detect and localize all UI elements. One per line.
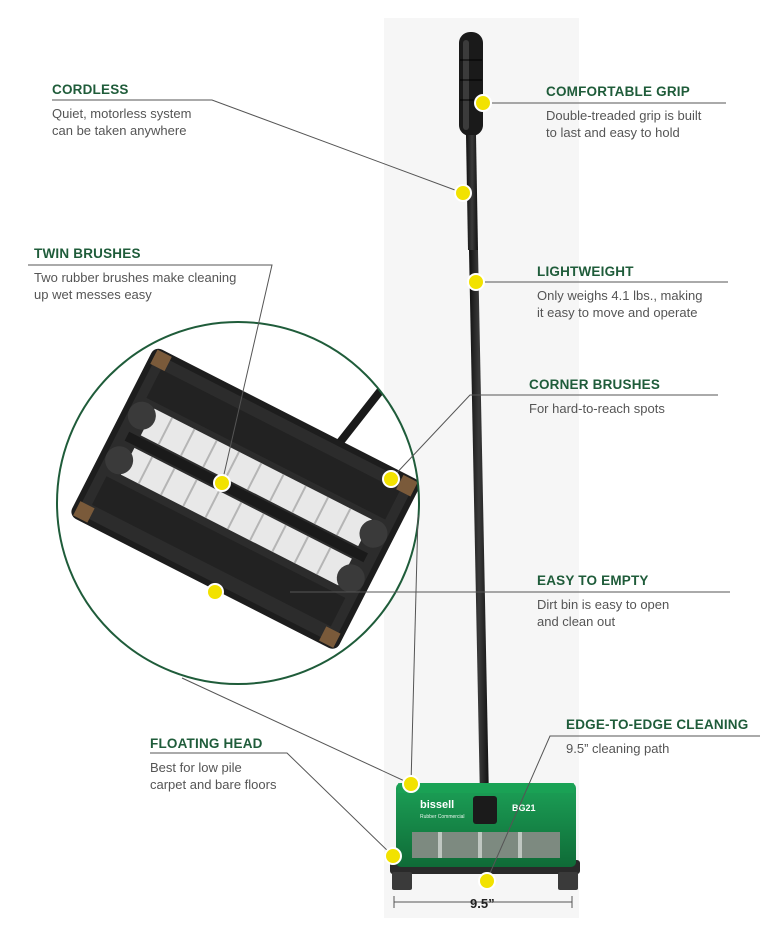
lower-pole — [469, 250, 489, 800]
corner-brushes-desc: For hard-to-reach spots — [529, 401, 665, 416]
inset-connector-right — [410, 514, 419, 785]
comfortable-grip-desc: Double-treaded grip is built to last and… — [546, 108, 702, 140]
floating-head-title: FLOATING HEAD — [150, 736, 263, 751]
leader-lines — [28, 99, 760, 881]
callout-lightweight: LIGHTWEIGHT Only weighs 4.1 lbs., making… — [537, 264, 702, 321]
marker-floating-head — [384, 847, 402, 865]
easy-to-empty-desc: Dirt bin is easy to open and clean out — [537, 597, 670, 629]
callout-comfortable-grip: COMFORTABLE GRIP Double-treaded grip is … — [546, 84, 701, 141]
inset-connector-left — [181, 677, 412, 785]
model-text: BG21 — [512, 803, 536, 813]
marker-comfortable-grip — [474, 94, 492, 112]
corner-brushes-title: CORNER BRUSHES — [529, 377, 661, 392]
edge-to-edge-desc: 9.5” cleaning path — [566, 741, 670, 756]
cordless-desc: Quiet, motorless system can be taken any… — [52, 106, 192, 138]
edge-to-edge-title: EDGE-TO-EDGE CLEANING — [566, 717, 749, 732]
inset-circle-border — [56, 321, 420, 685]
callout-easy-to-empty: EASY TO EMPTY Dirt bin is easy to open a… — [537, 573, 669, 630]
lightweight-title: LIGHTWEIGHT — [537, 264, 634, 279]
twin-brushes-title: TWIN BRUSHES — [34, 246, 141, 261]
sweeper-head: bissell Rubber Commercial BG21 — [390, 783, 580, 890]
callout-twin-brushes: TWIN BRUSHES Two rubber brushes make cle… — [34, 246, 236, 303]
brand-logo-text: bissell — [420, 799, 454, 811]
callout-cordless: CORDLESS Quiet, motorless system can be … — [52, 82, 191, 139]
twin-brushes-desc: Two rubber brushes make cleaning up wet … — [34, 270, 237, 302]
callout-edge-to-edge: EDGE-TO-EDGE CLEANING 9.5” cleaning path — [566, 717, 748, 757]
marker-twin-brushes — [213, 474, 231, 492]
marker-easy-to-empty — [206, 583, 224, 601]
feature-markers — [206, 94, 496, 890]
dimension-line — [393, 896, 573, 908]
brand-sub-text: Rubber Commercial — [420, 814, 464, 820]
floating-head-desc: Best for low pile carpet and bare floors — [150, 760, 277, 792]
handle-grip — [459, 32, 483, 136]
marker-lightweight — [467, 273, 485, 291]
brush-inset — [57, 322, 419, 684]
comfortable-grip-title: COMFORTABLE GRIP — [546, 84, 690, 99]
marker-cordless — [454, 184, 472, 202]
marker-edge-to-edge — [478, 872, 496, 890]
marker-floating-head-top — [402, 775, 420, 793]
upper-pole — [466, 135, 478, 250]
callout-floating-head: FLOATING HEAD Best for low pile carpet a… — [150, 736, 276, 793]
easy-to-empty-title: EASY TO EMPTY — [537, 573, 649, 588]
width-dimension-label: 9.5” — [470, 896, 495, 911]
callout-corner-brushes: CORNER BRUSHES For hard-to-reach spots — [529, 377, 665, 417]
marker-corner-brushes — [382, 470, 400, 488]
cordless-title: CORDLESS — [52, 82, 129, 97]
lightweight-desc: Only weighs 4.1 lbs., making it easy to … — [537, 288, 703, 320]
